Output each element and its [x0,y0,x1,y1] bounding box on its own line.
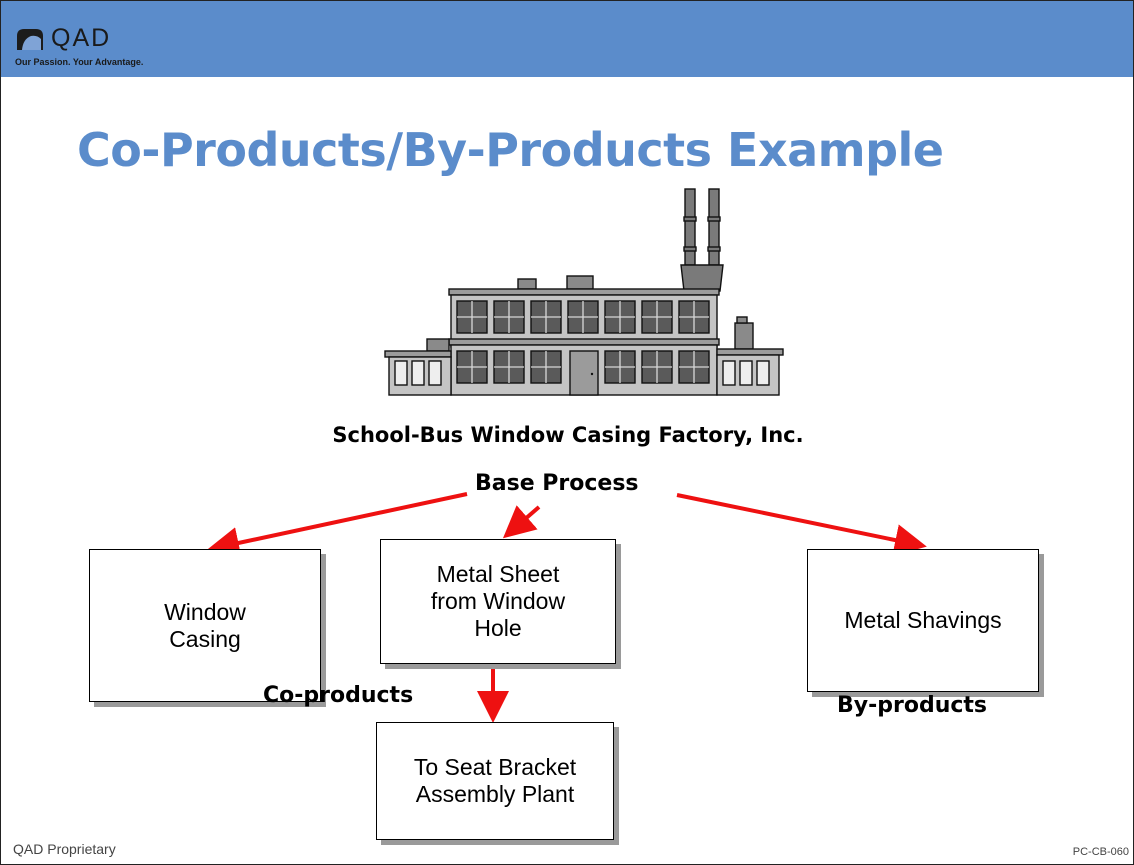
seat-bracket-box: To Seat Bracket Assembly Plant [376,722,614,840]
header-band [1,1,1133,77]
footer-slide-code: PC-CB-060 [1072,846,1129,858]
arrow-to-metal-sheet [502,505,541,539]
factory-icon [384,188,784,396]
by-products-label: By-products [837,693,988,718]
co-products-label: Co-products [263,683,414,708]
factory-caption: School-Bus Window Casing Factory, Inc. [332,423,804,447]
arrow-to-window-casing [207,492,468,559]
arrow-to-metal-shavings [676,493,927,556]
base-process-label: Base Process [475,471,639,496]
footer-proprietary: QAD Proprietary [13,841,116,857]
metal-sheet-box: Metal Sheet from Window Hole [380,539,616,664]
qad-logo-icon [17,29,43,50]
logo-wordmark: QAD [51,24,112,52]
logo-tagline: Our Passion. Your Advantage. [15,57,144,67]
window-casing-box: Window Casing [89,549,321,702]
metal-shavings-box: Metal Shavings [807,549,1039,692]
slide-title: Co-Products/By-Products Example [77,123,944,177]
